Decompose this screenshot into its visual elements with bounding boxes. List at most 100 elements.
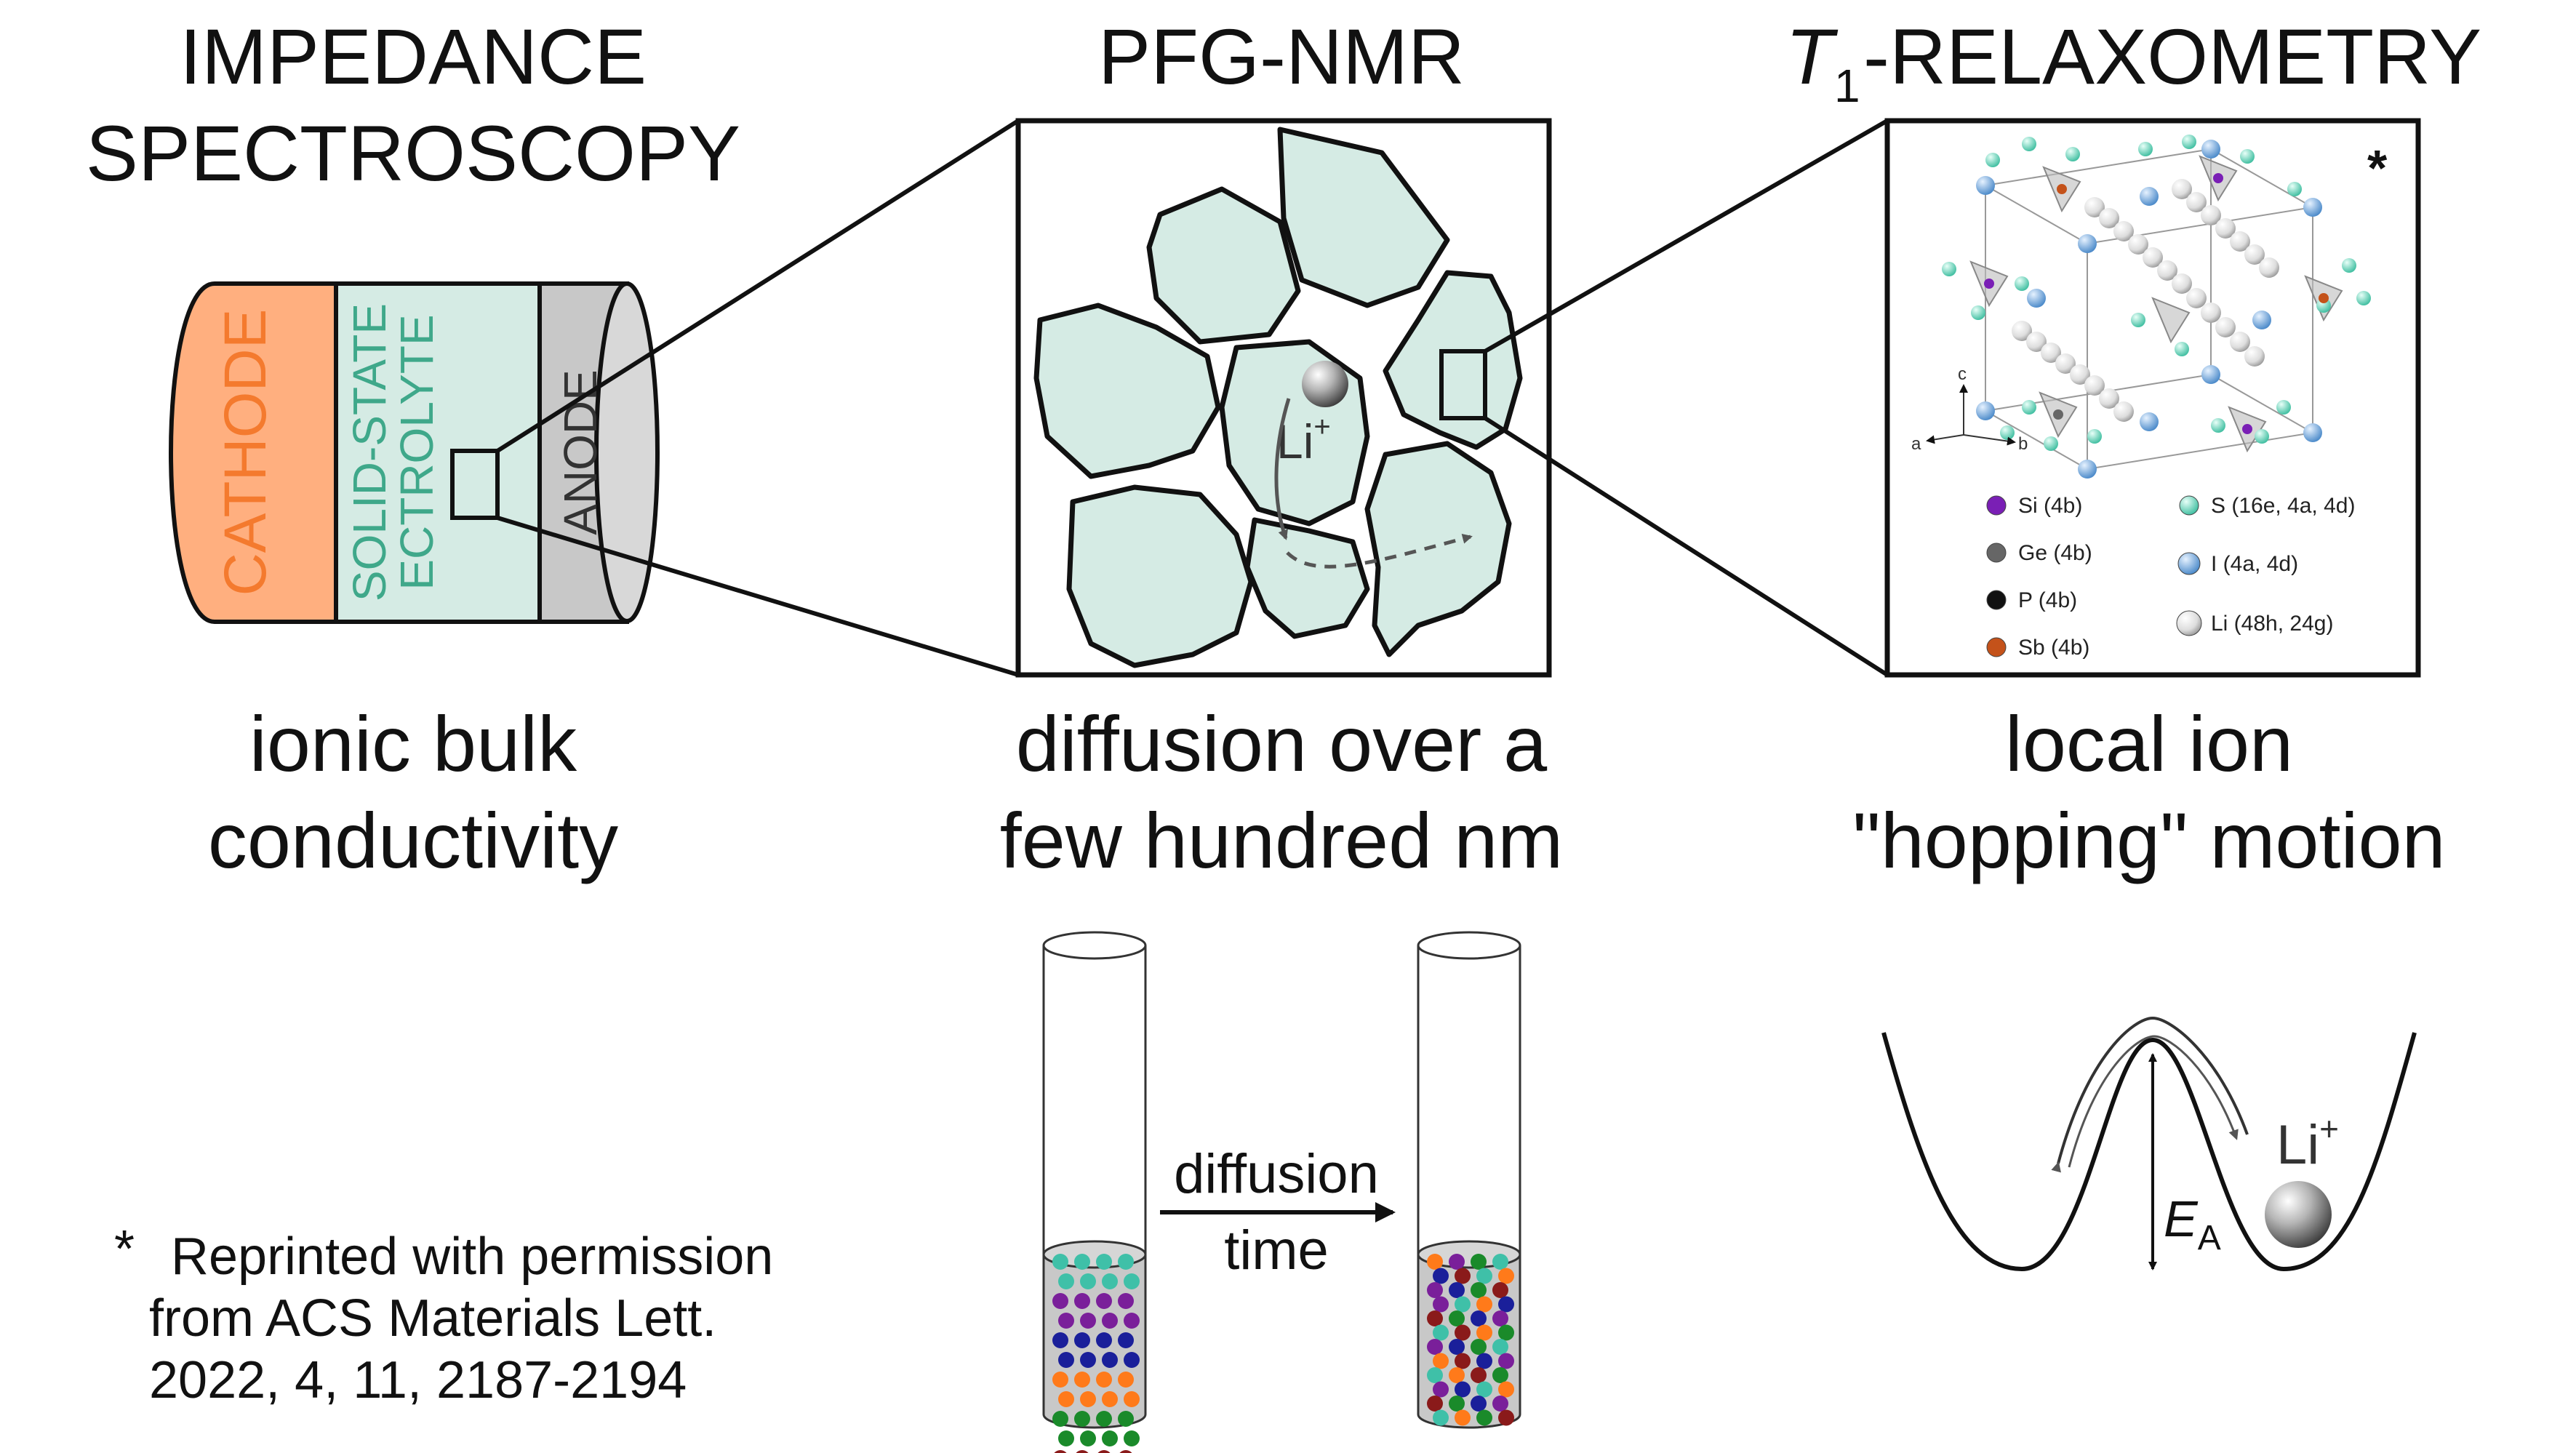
energy-landscape: EA Li+	[1881, 1016, 2417, 1272]
cathode-layer	[169, 281, 338, 624]
particle-dot	[1498, 1409, 1514, 1426]
particle-dot	[1455, 1268, 1471, 1284]
grain	[1033, 303, 1221, 479]
crystal-legend: Si (4b) Ge (4b) P (4b) Sb (4b) S (16e, 4…	[1986, 494, 2355, 660]
particle-dot	[1118, 1372, 1134, 1388]
zoom-line-crystal-bottom	[1484, 416, 1889, 677]
particle-dot	[1124, 1352, 1140, 1368]
hop-arrow-outer	[2051, 1016, 2249, 1173]
particle-dot	[1124, 1273, 1140, 1289]
legend-item-s: S (16e, 4a, 4d)	[2179, 494, 2355, 518]
particle-dot	[1455, 1296, 1471, 1313]
axis-label-c: c	[1958, 364, 1967, 384]
particle-dot	[1455, 1324, 1471, 1341]
electrolyte-label-line2: ECTROLYTE	[391, 314, 443, 590]
particle-dot	[1118, 1293, 1134, 1309]
particle-dot	[1449, 1396, 1465, 1412]
heading-t1-symbol: T	[1785, 12, 1839, 100]
particle-dot	[1498, 1381, 1514, 1398]
s-sites	[1942, 135, 2371, 451]
particle-dot	[1058, 1430, 1074, 1446]
particle-dot	[1492, 1310, 1508, 1326]
cell-zoom-box	[450, 449, 500, 520]
grain-zoom-box	[1439, 349, 1487, 420]
diffusion-arrow-label-line2: time	[1224, 1220, 1329, 1281]
electrolyte-layer	[334, 281, 542, 624]
particle-dot	[1455, 1381, 1471, 1398]
particles-ordered	[1052, 1254, 1140, 1453]
particle-dot	[1471, 1282, 1487, 1298]
particle-dot	[1492, 1254, 1508, 1270]
particle-dot	[1074, 1254, 1090, 1270]
svg-text:Li (48h, 24g): Li (48h, 24g)	[2211, 612, 2333, 636]
particle-dot	[1492, 1396, 1508, 1412]
grain	[1244, 517, 1370, 639]
legend-item-si: Si (4b)	[1986, 494, 2082, 518]
heading-t1-relaxometry: T 1 -RELAXOMETRY	[1785, 12, 2481, 112]
axis-label-b: b	[2018, 434, 2028, 454]
grain	[1364, 441, 1512, 657]
particle-dot	[1102, 1352, 1118, 1368]
particle-dot	[1476, 1409, 1492, 1426]
particle-dot	[1455, 1409, 1471, 1426]
particle-dot	[1097, 1450, 1111, 1453]
legend-item-li: Li (48h, 24g)	[2176, 610, 2333, 636]
hopping-li-label: Li+	[2276, 1110, 2339, 1176]
heading-impedance-line2: SPECTROSCOPY	[86, 109, 740, 197]
particle-dot	[1076, 1450, 1089, 1453]
particle-dot	[1449, 1282, 1465, 1298]
particle-dot	[1471, 1367, 1487, 1383]
zoom-line-top	[496, 119, 1020, 453]
barrier-label: EA	[2164, 1190, 2221, 1257]
particle-dot	[1080, 1273, 1096, 1289]
particle-dot	[1058, 1313, 1074, 1329]
legend-item-ge: Ge (4b)	[1986, 541, 2092, 565]
electrolyte-label-line1: SOLID-STATE	[343, 303, 396, 601]
grain	[1066, 484, 1254, 668]
footnote-line3: 2022, 4, 11, 2187-2194	[149, 1351, 687, 1409]
particle-dot	[1449, 1339, 1465, 1355]
particle-dot	[1433, 1324, 1449, 1341]
hopping-li-sphere	[2265, 1181, 2332, 1248]
axis-label-a: a	[1911, 434, 1921, 454]
li-sites	[2012, 179, 2279, 422]
particle-dot	[1096, 1372, 1112, 1388]
particle-dot	[1498, 1324, 1514, 1341]
svg-text:Si (4b): Si (4b)	[2018, 494, 2082, 518]
particle-dot	[1498, 1296, 1514, 1313]
particle-dot	[1052, 1411, 1068, 1427]
particle-dot	[1433, 1381, 1449, 1398]
particle-dot	[1118, 1254, 1134, 1270]
i-sites	[1976, 140, 2322, 479]
particle-dot	[1449, 1254, 1465, 1270]
particle-dot	[1476, 1353, 1492, 1369]
particle-dot	[1052, 1332, 1068, 1348]
particle-dot	[1118, 1411, 1134, 1427]
particles-mixed	[1427, 1254, 1514, 1426]
crystal-asterisk: *	[2367, 140, 2388, 196]
svg-text:S (16e, 4a, 4d): S (16e, 4a, 4d)	[2211, 494, 2355, 518]
particle-dot	[1102, 1391, 1118, 1407]
particle-dot	[1058, 1273, 1074, 1289]
particle-dot	[1427, 1254, 1443, 1270]
particle-dot	[1058, 1391, 1074, 1407]
heading-t1-rest: -RELAXOMETRY	[1863, 12, 2481, 100]
particle-dot	[1427, 1367, 1443, 1383]
particle-dot	[1471, 1310, 1487, 1326]
caption-t1-line2: "hopping" motion	[1852, 796, 2445, 884]
grain	[1277, 127, 1450, 308]
particle-dot	[1492, 1339, 1508, 1355]
particle-dot	[1433, 1353, 1449, 1369]
particle-dot	[1124, 1391, 1140, 1407]
particle-dot	[1074, 1293, 1090, 1309]
battery-cell: CATHODE SOLID-STATE ECTROLYTE ANODE	[169, 281, 660, 624]
particle-dot	[1471, 1254, 1487, 1270]
svg-text:I (4a, 4d): I (4a, 4d)	[2211, 552, 2298, 576]
svg-text:P (4b): P (4b)	[2018, 588, 2077, 612]
footnote: * Reprinted with permission from ACS Mat…	[114, 1220, 773, 1409]
hop-arrow-inner	[2068, 1035, 2239, 1168]
particle-dot	[1471, 1396, 1487, 1412]
particle-dot	[1054, 1450, 1067, 1453]
particle-dot	[1080, 1430, 1096, 1446]
